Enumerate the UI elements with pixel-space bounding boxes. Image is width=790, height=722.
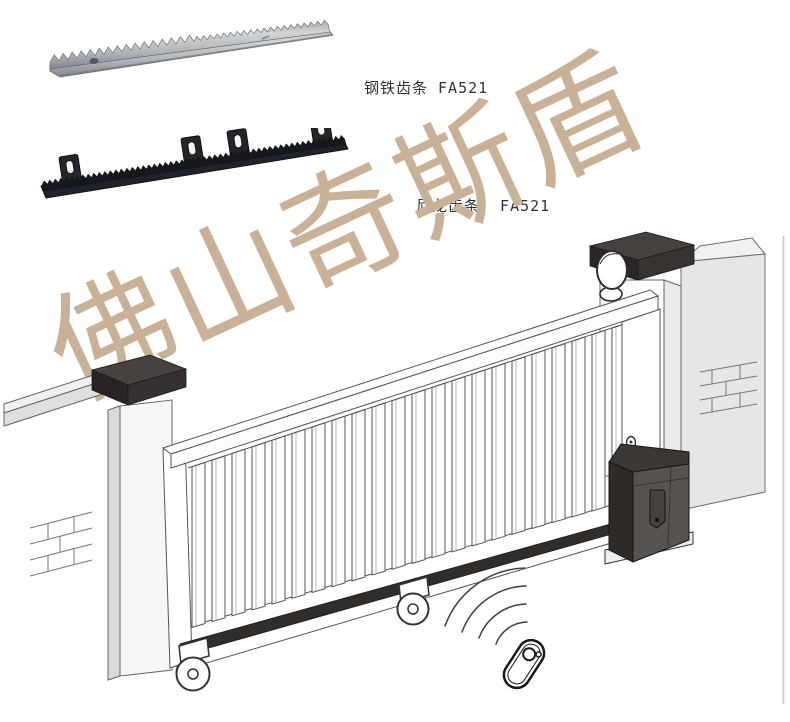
gate-slat (571, 336, 586, 518)
gate-slat (251, 441, 266, 611)
flashing-lamp (596, 250, 628, 302)
gate-slat (371, 402, 386, 576)
left-brick-detail (29, 511, 93, 577)
gate-slat (411, 389, 426, 565)
signal-waves-icon (444, 567, 528, 645)
remote-button-small (535, 651, 542, 658)
left-pillar-cap (90, 354, 188, 406)
gate-slat (431, 382, 446, 559)
gate-slat (591, 329, 606, 512)
gate-slat (391, 395, 406, 570)
remote-control (502, 638, 546, 690)
gate-wheel-left (175, 637, 211, 692)
nylon-rack-teeth (41, 134, 347, 192)
right-wall (679, 237, 766, 511)
gate-slat (331, 415, 346, 588)
gate-slat (291, 428, 306, 599)
gate-panel (161, 289, 663, 673)
gate-slat (471, 369, 486, 547)
motor-release-cover (649, 489, 666, 529)
left-pillar (90, 354, 188, 681)
steel-gear-rack-image (49, 19, 334, 78)
gate-top-rail (161, 289, 660, 469)
gate-slat (231, 448, 246, 617)
nylon-rack-label: 尼龙齿条 FA521 (416, 197, 551, 215)
gate-slats (191, 323, 626, 629)
gate-slat (551, 342, 566, 524)
steel-rack-bar (49, 19, 334, 78)
gate-wheel-right (396, 576, 430, 626)
gate-slat (311, 422, 326, 594)
gate-slat (351, 408, 366, 582)
gate-illustration (3, 231, 785, 704)
right-wall-brick-detail (699, 361, 758, 415)
steel-rack-hole (89, 57, 99, 65)
steel-rack-teeth (49, 19, 331, 70)
nylon-rack-tab (226, 128, 250, 159)
nylon-gear-rack-image (40, 128, 349, 199)
gate-slat (191, 461, 206, 629)
steel-rack-label: 钢铁齿条 FA521 (364, 79, 489, 97)
gate-slat (211, 455, 226, 623)
gate-slat (451, 375, 466, 553)
gate-motor (604, 443, 694, 565)
gate-slat (271, 435, 286, 605)
gate-slat (531, 349, 546, 530)
remote-button (522, 647, 537, 662)
nylon-rack-bar (40, 134, 349, 199)
gate-slat (511, 356, 526, 535)
gate-slat (491, 362, 506, 541)
